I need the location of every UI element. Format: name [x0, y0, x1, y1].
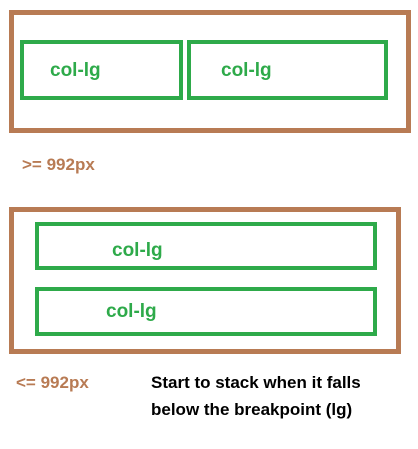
col-lg-label-2-wide: col-lg	[221, 60, 272, 81]
col-lg-label-2-narrow: col-lg	[106, 301, 157, 322]
col-lg-box-1-wide	[20, 40, 183, 100]
col-lg-label-1-wide: col-lg	[50, 60, 101, 81]
col-lg-label-1-narrow: col-lg	[112, 240, 163, 261]
breakpoint-label-narrow: <= 992px	[16, 373, 89, 392]
stacking-note-line-1: Start to stack when it falls	[151, 373, 361, 392]
stacking-note-line-2: below the breakpoint (lg)	[151, 400, 353, 419]
col-lg-box-1-narrow	[35, 222, 377, 270]
breakpoint-label-wide: >= 992px	[22, 155, 95, 174]
col-lg-box-2-wide	[187, 40, 388, 100]
stacking-note: Start to stack when it falls below the b…	[151, 369, 361, 423]
col-lg-box-2-narrow	[35, 287, 377, 336]
